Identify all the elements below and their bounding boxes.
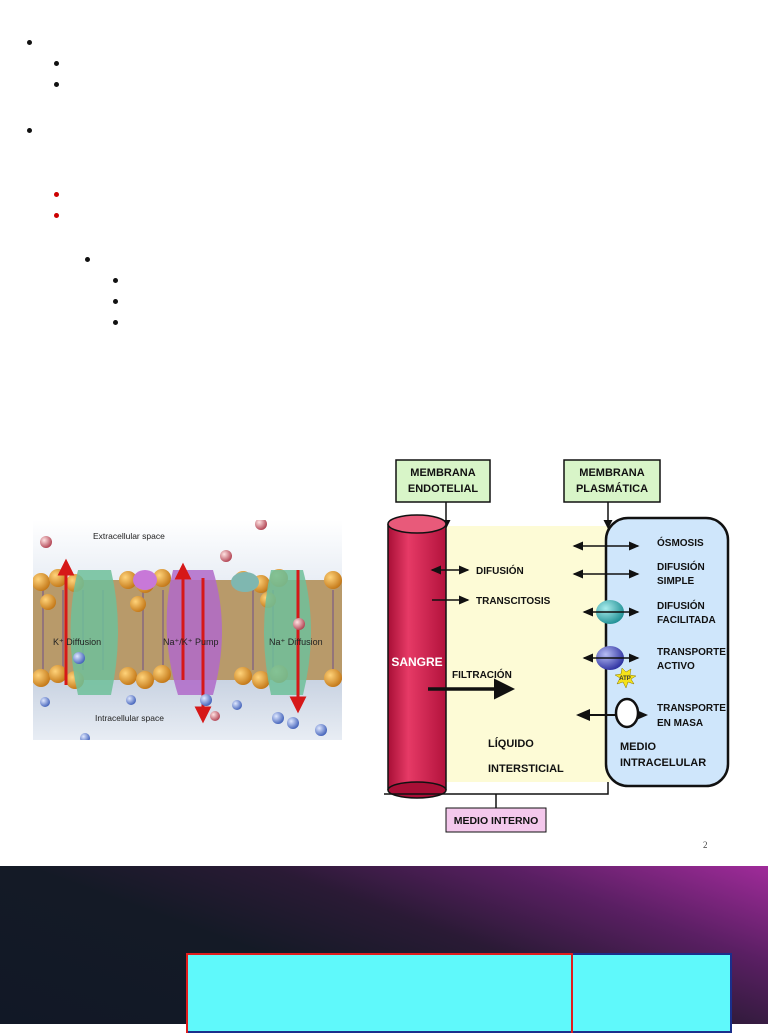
- vesicle: [614, 697, 640, 729]
- bullet-level4: [113, 320, 118, 325]
- membrana-endotelial-label: MEMBRANA: [410, 467, 475, 479]
- bullet-level3: [85, 257, 90, 262]
- membrana-endotelial-label: ENDOTELIAL: [408, 483, 479, 495]
- bullet-level1: [27, 40, 32, 45]
- slide: Extracellular space Intracellular space …: [27, 40, 740, 850]
- transcitosis-label: TRANSCITOSIS: [476, 596, 551, 607]
- bullet-level2: [54, 82, 59, 87]
- k-diffusion-label: K⁺ Diffusion: [53, 637, 101, 647]
- membrana-plasmatica-label: PLASMÁTICA: [576, 482, 648, 495]
- sangre-label: SANGRE: [391, 655, 442, 669]
- transporte-activo-label: ACTIVO: [657, 661, 695, 672]
- atp-label: ATP: [619, 676, 631, 682]
- bullet-level4: [113, 278, 118, 283]
- transport-diagram: MEMBRANA ENDOTELIAL MEMBRANA PLASMÁTICA …: [380, 456, 740, 836]
- na-diffusion-label: Na⁺ Diffusion: [269, 637, 323, 647]
- pump-label: Na⁺/K⁺ Pump: [163, 637, 219, 647]
- intracellular-label: Intracellular space: [95, 713, 164, 723]
- difusion-facilitada-label: DIFUSIÓN: [657, 599, 705, 612]
- bullet-level1: [27, 128, 32, 133]
- bullet-level4: [113, 299, 118, 304]
- osmosis-label: ÓSMOSIS: [657, 536, 704, 549]
- next-slide-red-outline: [186, 953, 573, 1033]
- interstitial-area: [442, 526, 610, 782]
- filtracion-label: FILTRACIÓN: [452, 668, 512, 681]
- membrana-plasmatica-label: MEMBRANA: [579, 467, 644, 479]
- membrane-transport-illustration: Extracellular space Intracellular space …: [33, 520, 342, 740]
- membrana-plasmatica-box: [563, 459, 661, 503]
- difusion-simple-label: DIFUSIÓN: [657, 560, 705, 573]
- transporte-masa-label: EN MASA: [657, 718, 703, 729]
- bullet-level2: [54, 61, 59, 66]
- difusion-label: DIFUSIÓN: [476, 564, 524, 577]
- bullet-red: [54, 213, 59, 218]
- extracellular-label: Extracellular space: [93, 531, 165, 541]
- membrana-endotelial-box: [395, 459, 491, 503]
- transporte-masa-label: TRANSPORTE: [657, 703, 726, 714]
- transporte-activo-label: TRANSPORTE: [657, 647, 726, 658]
- medio-interno-label: MEDIO INTERNO: [454, 815, 539, 827]
- medio-intracelular-label: MEDIO: [620, 741, 657, 753]
- liquido-label: INTERSTICIAL: [488, 763, 564, 775]
- difusion-simple-label: SIMPLE: [657, 576, 695, 587]
- medio-intracelular-label: INTRACELULAR: [620, 757, 706, 769]
- difusion-facilitada-label: FACILITADA: [657, 615, 716, 626]
- page-number: 2: [703, 840, 708, 850]
- liquido-label: LÍQUIDO: [488, 737, 534, 750]
- medio-interno-box: [445, 807, 547, 833]
- bullet-red: [54, 192, 59, 197]
- atp-burst-icon: [614, 667, 637, 689]
